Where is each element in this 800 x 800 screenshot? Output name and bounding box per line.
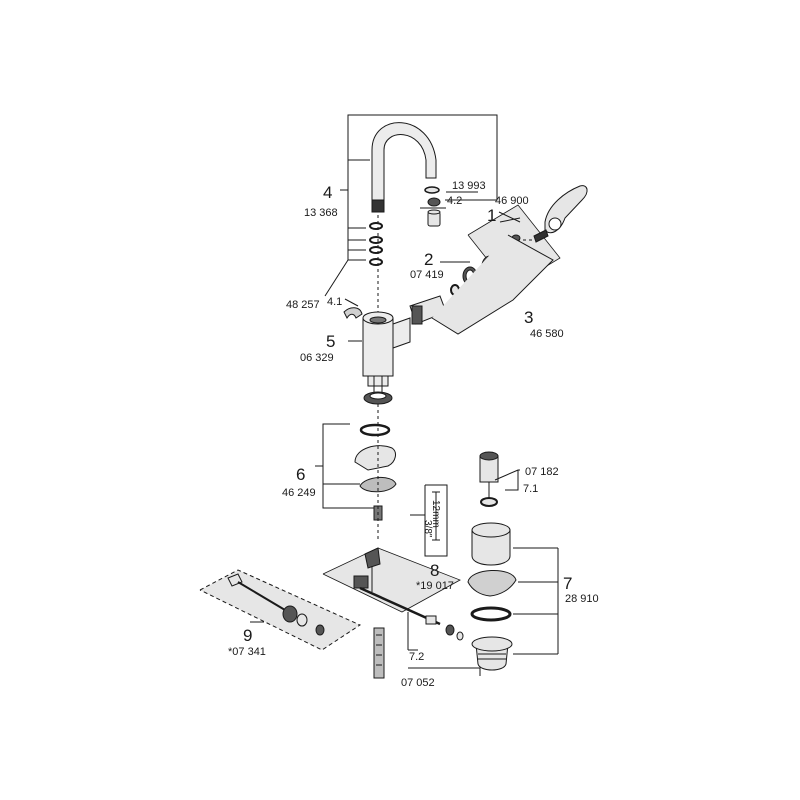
label-part-7-1: 7.1 xyxy=(523,483,539,495)
bracket-7 xyxy=(494,469,559,655)
mounting-parts xyxy=(354,404,397,540)
drain-parts xyxy=(467,451,517,671)
code-part-7: 28 910 xyxy=(565,593,599,605)
bracket-4 xyxy=(324,114,498,297)
label-part-6: 6 xyxy=(296,465,306,484)
popup-rod-assembly xyxy=(322,547,464,651)
leader-7-2 xyxy=(408,667,481,676)
label-part-4-2: 4.2 xyxy=(447,195,463,207)
label-part-3: 3 xyxy=(524,308,534,327)
label-part-2: 2 xyxy=(424,250,434,269)
dimension-thread: 3/8" xyxy=(422,520,433,538)
label-part-4: 4 xyxy=(323,183,333,202)
label-part-8: 8 xyxy=(430,561,440,580)
label-part-1: 1 xyxy=(487,206,497,225)
code-part-3: 46 580 xyxy=(530,328,564,340)
code-part-1: 46 900 xyxy=(495,195,529,207)
bracket-6 xyxy=(315,423,378,509)
aerator-parts xyxy=(424,186,441,227)
faucet-body xyxy=(362,311,411,405)
lift-rod xyxy=(373,627,385,679)
code-part-9: *07 341 xyxy=(228,646,266,658)
code-part-4-2: 13 993 xyxy=(452,180,486,192)
code-part-7-1: 07 182 xyxy=(525,466,559,478)
clip-4-1 xyxy=(343,307,363,320)
code-part-5: 06 329 xyxy=(300,352,334,364)
label-part-7: 7 xyxy=(563,574,573,593)
code-part-4-1: 48 257 xyxy=(286,299,320,311)
code-part-6: 46 249 xyxy=(282,487,316,499)
spout-orings xyxy=(369,222,383,266)
code-part-8: *19 017 xyxy=(416,580,454,592)
tool-kit-9 xyxy=(199,569,362,651)
spout xyxy=(371,122,437,320)
label-part-9: 9 xyxy=(243,626,253,645)
tailpiece-8-box xyxy=(410,484,448,557)
label-part-5: 5 xyxy=(326,332,336,351)
label-part-4-1: 4.1 xyxy=(327,296,343,308)
code-part-2: 07 419 xyxy=(410,269,444,281)
label-part-7-2: 7.2 xyxy=(409,651,425,663)
code-part-4: 13 368 xyxy=(304,207,338,219)
cartridge-parts xyxy=(409,234,554,335)
code-part-7-2: 07 052 xyxy=(401,677,435,689)
